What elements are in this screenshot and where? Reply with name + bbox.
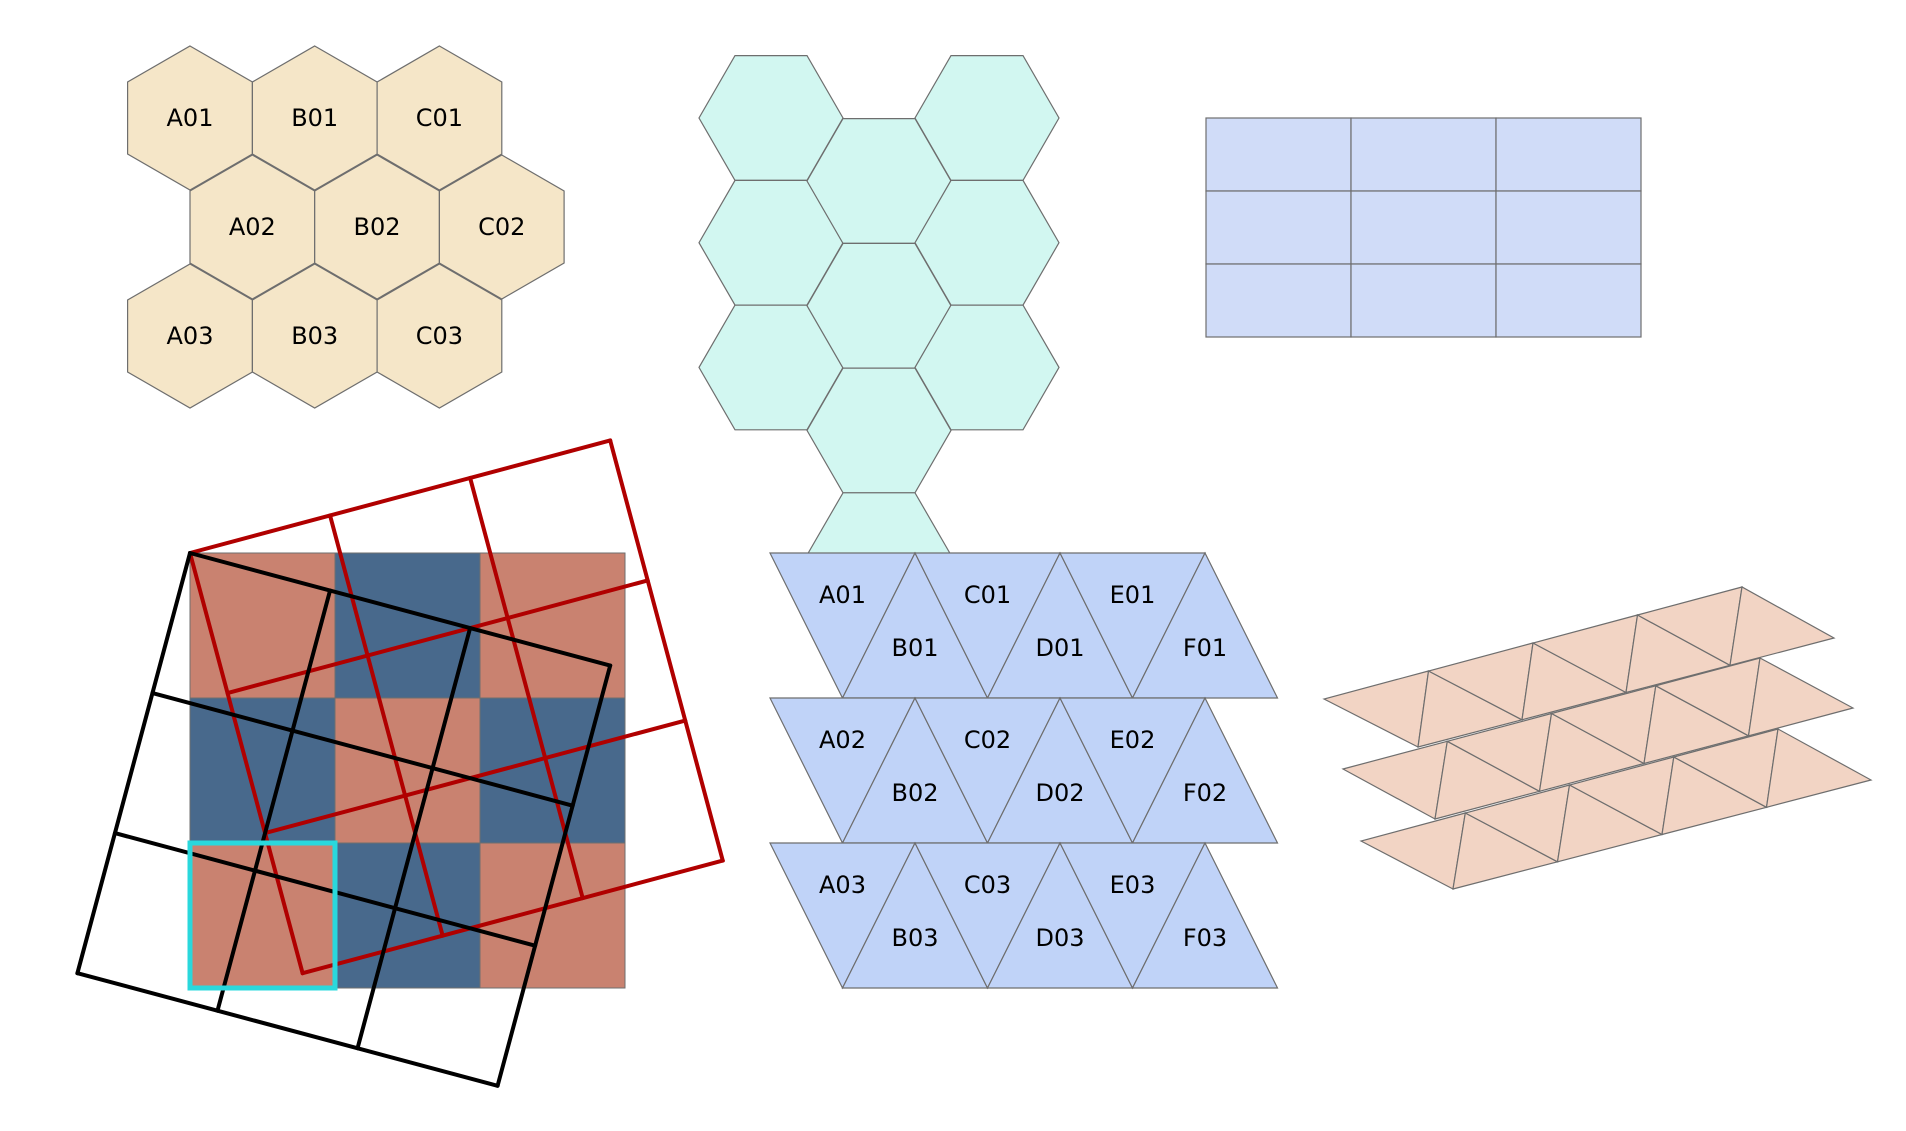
- black-grid-line: [112, 831, 538, 948]
- red-grid-line: [263, 718, 688, 836]
- checker-cell-red: [479, 552, 626, 699]
- rect-cell: [1205, 117, 1352, 192]
- triangle-cell-label: C02: [964, 726, 1011, 754]
- triangle-cell-label: F01: [1183, 634, 1227, 662]
- black-grid-line: [215, 588, 333, 1013]
- parallelogram-triangle: [1359, 812, 1467, 890]
- hex-cell: [438, 154, 565, 300]
- black-grid-line: [355, 626, 473, 1051]
- rect-cell: [1495, 117, 1642, 192]
- red-grid-line: [188, 438, 613, 555]
- triangle-cell-label: D01: [1035, 634, 1084, 662]
- rect-grid: [1205, 117, 1642, 338]
- hex-cell-label: C03: [416, 322, 463, 350]
- triangle-cell-label: D02: [1035, 779, 1084, 807]
- parallelogram-triangle: [1729, 586, 1836, 667]
- hex-cell-label: A03: [167, 322, 214, 350]
- parallelogram-triangle: [1765, 728, 1873, 809]
- red-grid-line: [608, 438, 725, 863]
- triangle-cell-label: F03: [1183, 924, 1227, 952]
- triangle-cell-label: D03: [1035, 924, 1084, 952]
- hex-cell-label: B03: [291, 322, 338, 350]
- hex-cell-label: C02: [478, 213, 525, 241]
- rect-cell: [1205, 263, 1352, 338]
- triangle-cell-label: B03: [891, 924, 938, 952]
- black-grid-line: [188, 551, 613, 668]
- rect-cell: [1205, 190, 1352, 265]
- hex-grid-cyan: [698, 54, 1060, 619]
- rect-cell: [1495, 263, 1642, 338]
- checker-cell-red: [189, 552, 336, 699]
- black-grid-line: [75, 551, 192, 976]
- rect-cell: [1495, 190, 1642, 265]
- triangle-cell-label: C01: [964, 581, 1011, 609]
- red-grid-line: [328, 513, 445, 938]
- black-grid-line: [150, 691, 575, 808]
- red-grid-line: [188, 551, 305, 976]
- black-grid-line: [75, 971, 500, 1088]
- red-grid-line: [225, 578, 650, 696]
- hex-cell: [376, 263, 503, 409]
- black-grid-line: [495, 663, 613, 1088]
- triangle-cell-label: C03: [964, 871, 1011, 899]
- parallelogram-triangle: [1341, 740, 1449, 820]
- rect-cell: [1350, 117, 1497, 192]
- triangle-cell-label: E02: [1110, 726, 1156, 754]
- triangle-cell-label: A02: [819, 726, 866, 754]
- hex-cell-label: C01: [416, 104, 463, 132]
- parallelogram-triangle: [1747, 657, 1855, 737]
- highlight-cell: [187, 840, 338, 991]
- hex-cell-label: A01: [167, 104, 214, 132]
- hex-cell: [376, 45, 503, 191]
- checkerboard-rotated-grids: [75, 438, 725, 1088]
- checker-cell-red: [189, 842, 336, 989]
- triangle-cell-label: B02: [891, 779, 938, 807]
- parallelogram-triangle: [1322, 670, 1430, 748]
- triangle-cell: [1131, 841, 1279, 989]
- hex-cell-label: B02: [354, 213, 401, 241]
- checker-cell-red: [479, 842, 626, 989]
- red-grid-line: [468, 475, 585, 901]
- rect-cell: [1350, 263, 1497, 338]
- hex-cell-label: B01: [291, 104, 338, 132]
- checker-cell-red: [334, 697, 481, 844]
- triangle-cell-label: A03: [819, 871, 866, 899]
- triangle-cell-label: E01: [1110, 581, 1156, 609]
- triangle-cell-label: F02: [1183, 779, 1227, 807]
- parallelogram-triangle-grid: [1322, 586, 1873, 890]
- triangle-cell-label: E03: [1110, 871, 1156, 899]
- hex-cyan-cell: [914, 304, 1060, 431]
- triangle-cell-label: B01: [891, 634, 938, 662]
- red-grid-line: [300, 858, 725, 976]
- hex-cell-label: A02: [229, 213, 276, 241]
- triangle-cell-label: A01: [819, 581, 866, 609]
- rect-cell: [1350, 190, 1497, 265]
